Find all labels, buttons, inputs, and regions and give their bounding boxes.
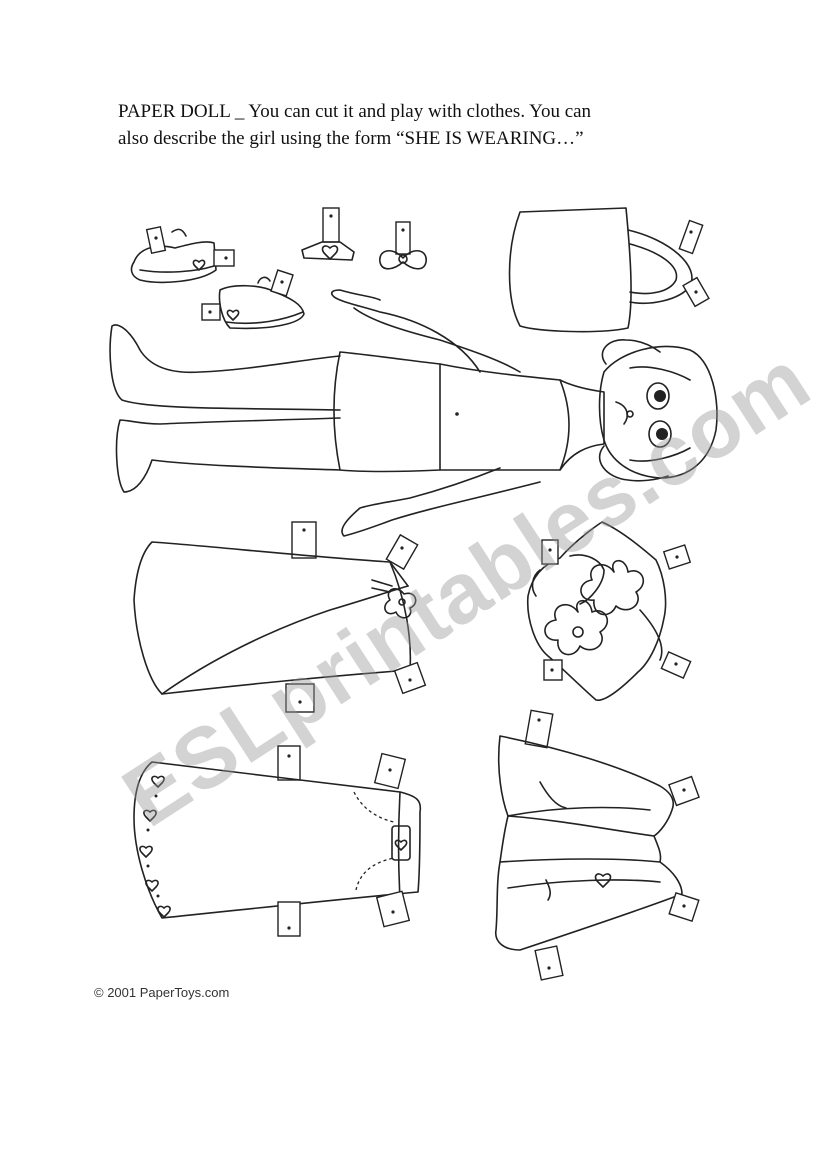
sneaker-icon <box>130 225 235 284</box>
heart-necklace-icon <box>301 207 355 261</box>
copyright-notice: © 2001 PaperToys.com <box>94 985 230 1000</box>
pants-icon <box>133 745 422 937</box>
jacket-icon <box>495 709 700 981</box>
sneaker-icon <box>201 269 305 330</box>
instructions-text: PAPER DOLL _ You can cut it and play wit… <box>118 98 718 152</box>
instructions-line-2: also describe the girl using the form “S… <box>118 128 584 149</box>
bow-icon <box>379 221 427 270</box>
shirt-icon <box>526 521 692 701</box>
instructions-line-1: PAPER DOLL _ You can cut it and play wit… <box>118 101 592 122</box>
skirt-icon <box>133 521 427 713</box>
doll-figure <box>109 289 718 537</box>
handbag-icon <box>508 207 710 333</box>
